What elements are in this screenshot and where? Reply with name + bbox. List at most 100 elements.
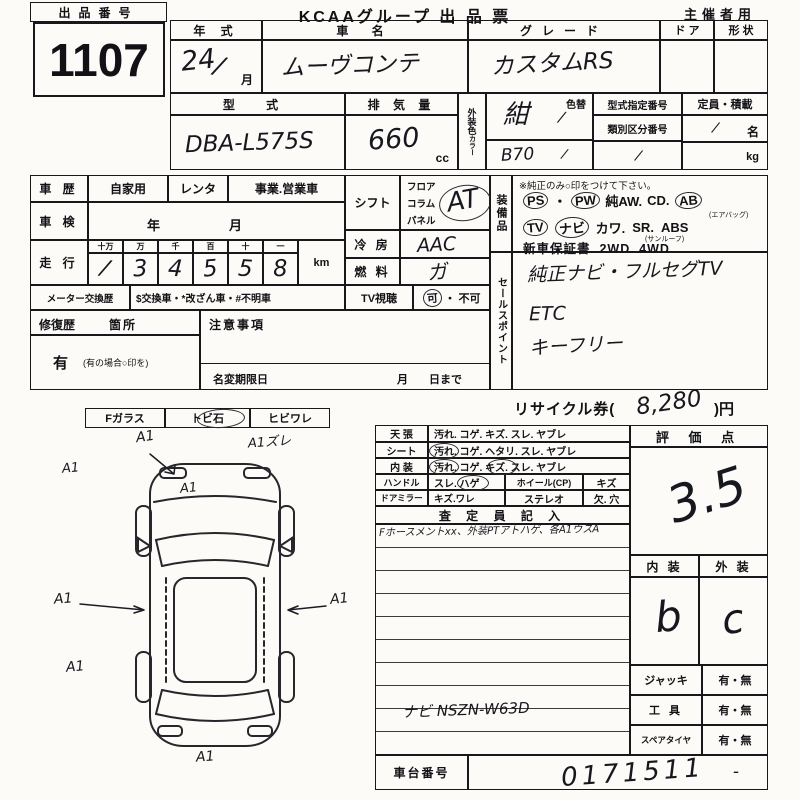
damage-mark: A1: [134, 427, 156, 447]
cond-label-handle: ハンドル: [375, 474, 428, 490]
glass-stone-chip: トビ石: [165, 408, 250, 428]
exterior-color-cell: 紺 / 色替: [486, 93, 593, 140]
equip-tv: TV: [522, 218, 549, 237]
damage-mark: A1: [195, 748, 216, 766]
digit-header-100k: 十万: [88, 240, 123, 253]
interior-grade-header: 内 装: [630, 555, 699, 577]
model-cell: DBA-L575S: [170, 115, 345, 170]
capacity-person-unit: 名: [746, 125, 759, 139]
door-header: ド ア: [660, 20, 714, 40]
hand-circle-mark: [429, 443, 459, 459]
rating-score: 3.5: [659, 455, 754, 535]
tv-ng-option: 不可: [458, 292, 481, 305]
jack-have-options: 有・無: [702, 665, 768, 695]
shift-option-floor: フロア: [407, 182, 436, 193]
jack-label: ジャッキ: [630, 665, 702, 695]
rear-window-sides: [155, 689, 275, 715]
sales-line-1: 純正ナビ・フルセグTV: [526, 257, 723, 287]
digit-header-1k: 千: [158, 240, 193, 253]
mileage-header: 走 行: [30, 240, 88, 285]
ac-header: 冷 房: [345, 230, 400, 258]
repair-sublabel: 箇所: [109, 318, 138, 332]
repair-header: 修復歴 箇所: [30, 310, 200, 335]
model-value: DBA-L575S: [184, 127, 315, 159]
digit-header-100: 百: [193, 240, 228, 253]
history-private: 自家用: [88, 175, 168, 202]
headlight-right: [243, 467, 271, 479]
shift-header: シフト: [345, 175, 400, 230]
equipment-note: ※純正のみ○印をつけて下さい。: [519, 181, 657, 192]
exterior-color-value: 紺: [503, 100, 530, 130]
sales-line-3: キーフリー: [528, 332, 624, 360]
glass-crack: ヒビワレ: [250, 408, 330, 428]
repair-note: (有の場合○印を): [83, 358, 149, 368]
mileage-digit: 4: [167, 255, 184, 283]
chassis-number-label: 車台番号: [375, 755, 468, 790]
exterior-color-label: 外装色: [466, 107, 477, 135]
cond-label-mirror: ドアミラー: [375, 490, 428, 506]
displacement-value: 660: [366, 122, 421, 157]
tv-separator: ・: [444, 292, 456, 305]
shape-header: 形 状: [714, 20, 768, 40]
car-name-cell: ムーヴコンテ: [262, 40, 468, 93]
equip-cd: CD.: [647, 193, 670, 208]
cond-text-stereo-damage: 欠. 穴: [583, 490, 630, 506]
car-damage-diagram: A1 A1 A1ズレ A1 A1 A1 A1 A1: [50, 428, 380, 776]
wheel-rear-left: [135, 651, 152, 703]
headlight-left: [159, 467, 187, 479]
navi-model-note: ナビ NSZN-W63D: [401, 698, 530, 722]
equip-aw: 純AW.: [605, 194, 643, 209]
fuel-value: ガ: [425, 259, 449, 285]
damage-mark: A1ズレ: [247, 433, 292, 452]
color-change-label: 色替: [566, 100, 586, 111]
cond-text-headliner: 汚れ. コゲ. キズ. スレ. ヤブレ: [428, 425, 630, 442]
equip-pw: PW: [570, 191, 601, 210]
displacement-unit: cc: [435, 151, 449, 165]
interior-grade-value: b: [652, 590, 684, 643]
tv-header: TV視聴: [345, 285, 413, 310]
hood-line: [153, 495, 277, 503]
equip-navi: ナビ: [553, 215, 590, 240]
color-code-value: B70: [500, 144, 535, 166]
tv-ok-option: 可: [421, 287, 443, 308]
digit-cell-1: 8: [263, 253, 298, 285]
taillight-left: [157, 725, 183, 737]
hand-circle-mark: [487, 459, 517, 475]
capacity-person-cell: / 名: [682, 115, 768, 142]
hand-arrow-right-door: [287, 605, 327, 615]
cond-text-stereo: ステレオ: [505, 490, 583, 506]
organizer-label: 主催者用: [684, 7, 757, 22]
exterior-grade-header: 外 装: [699, 555, 768, 577]
capacity-kg-unit: kg: [746, 151, 759, 163]
cond-label-seat: シート: [375, 442, 428, 458]
sales-strip-label: セールスポイント: [495, 277, 507, 365]
mileage-digit: 5: [201, 255, 219, 283]
inspector-notes-area: Fホースメントxx、外装PTアトハゲ、各A1ウスA ナビ NSZN-W63D: [375, 523, 630, 755]
exterior-grade-cell: c: [699, 577, 768, 665]
recycle-suffix: )円: [714, 401, 734, 418]
meter-history-header: メーター交換歴: [30, 285, 130, 310]
shape-cell: [714, 40, 768, 93]
spare-tire-label: スペアタイヤ: [630, 725, 702, 755]
year-value: 24: [179, 43, 217, 78]
inspection-header: 車 検: [30, 202, 88, 240]
hand-slash: /: [634, 147, 643, 165]
sales-strip: セールスポイント: [490, 252, 512, 390]
grade-value: カスタムRS: [490, 47, 615, 81]
damage-mark: A1: [179, 480, 198, 497]
windshield-bottom: [161, 559, 269, 567]
hand-circle-mark: [457, 475, 489, 491]
caution-divider: [201, 363, 491, 364]
digit-header-10: 十: [228, 240, 263, 253]
history-rental: レンタ: [168, 175, 228, 202]
recycle-label: リサイクル券(: [514, 401, 616, 418]
mileage-digit: 5: [237, 255, 254, 283]
class-number-header: 類別区分番号: [593, 115, 682, 141]
tool-label: 工 具: [630, 695, 702, 725]
equip-sep: ・: [553, 194, 567, 209]
digit-cell-100: 5: [193, 253, 228, 285]
rear-window-top: [161, 689, 269, 697]
hand-slash: /: [557, 107, 566, 127]
exterior-grade-value: c: [718, 595, 748, 645]
